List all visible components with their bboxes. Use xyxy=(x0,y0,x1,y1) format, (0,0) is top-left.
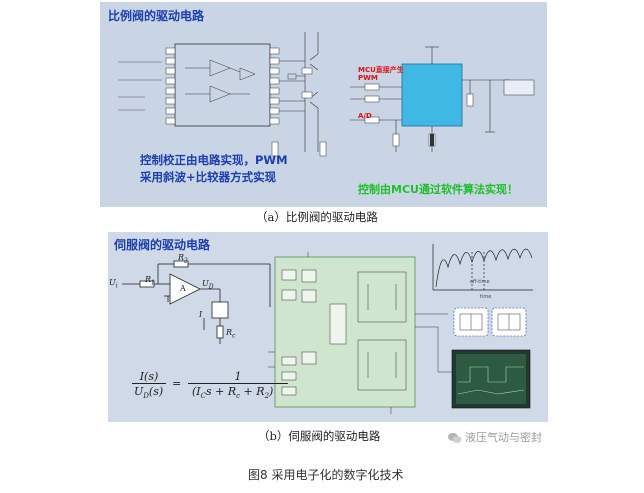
figure-caption: 图8 采用电子化的数字化技术 xyxy=(248,468,404,482)
panel-a-green-note: 控制由MCU通过软件算法实现！ xyxy=(358,183,518,196)
watermark: 液压气动与密封 xyxy=(448,429,542,445)
op-amp-label: A xyxy=(180,284,186,293)
servo-drive-schematic xyxy=(122,244,533,414)
label-i: I xyxy=(199,310,203,319)
label-ui: Ui xyxy=(109,278,118,290)
note-line-2: 采用斜波+比较器方式实现 xyxy=(140,170,277,184)
panel-a-note: 控制校正由电路实现，PWM 采用斜波+比较器方式实现 xyxy=(140,152,288,186)
servo-valve-panel: 伺服阀的驱动电路 xyxy=(108,232,548,422)
panel-a-caption: （a）比例阀的驱动电路 xyxy=(256,210,378,224)
label-r1: R1 xyxy=(145,275,155,287)
proportional-valve-panel: 比例阀的驱动电路 xyxy=(100,2,547,207)
analog-drive-schematic xyxy=(118,32,535,157)
time-label: time xyxy=(480,294,492,300)
note-line-1: 控制校正由电路实现，PWM xyxy=(140,153,288,167)
off-time-label: off-time xyxy=(470,279,490,285)
wechat-icon xyxy=(448,433,462,443)
mcu-block xyxy=(401,63,463,127)
mcu-pwm-label: MCU直接产生 PWM xyxy=(358,66,404,82)
ad-label: A/D xyxy=(358,112,372,120)
label-ud: UD xyxy=(202,279,214,291)
label-rc: Rc xyxy=(226,328,236,340)
panel-b-caption: （b）伺服阀的驱动电路 xyxy=(258,429,381,443)
panel-b-title: 伺服阀的驱动电路 xyxy=(114,238,211,252)
label-r2: R2 xyxy=(178,253,188,265)
panel-a-title: 比例阀的驱动电路 xyxy=(108,9,205,23)
